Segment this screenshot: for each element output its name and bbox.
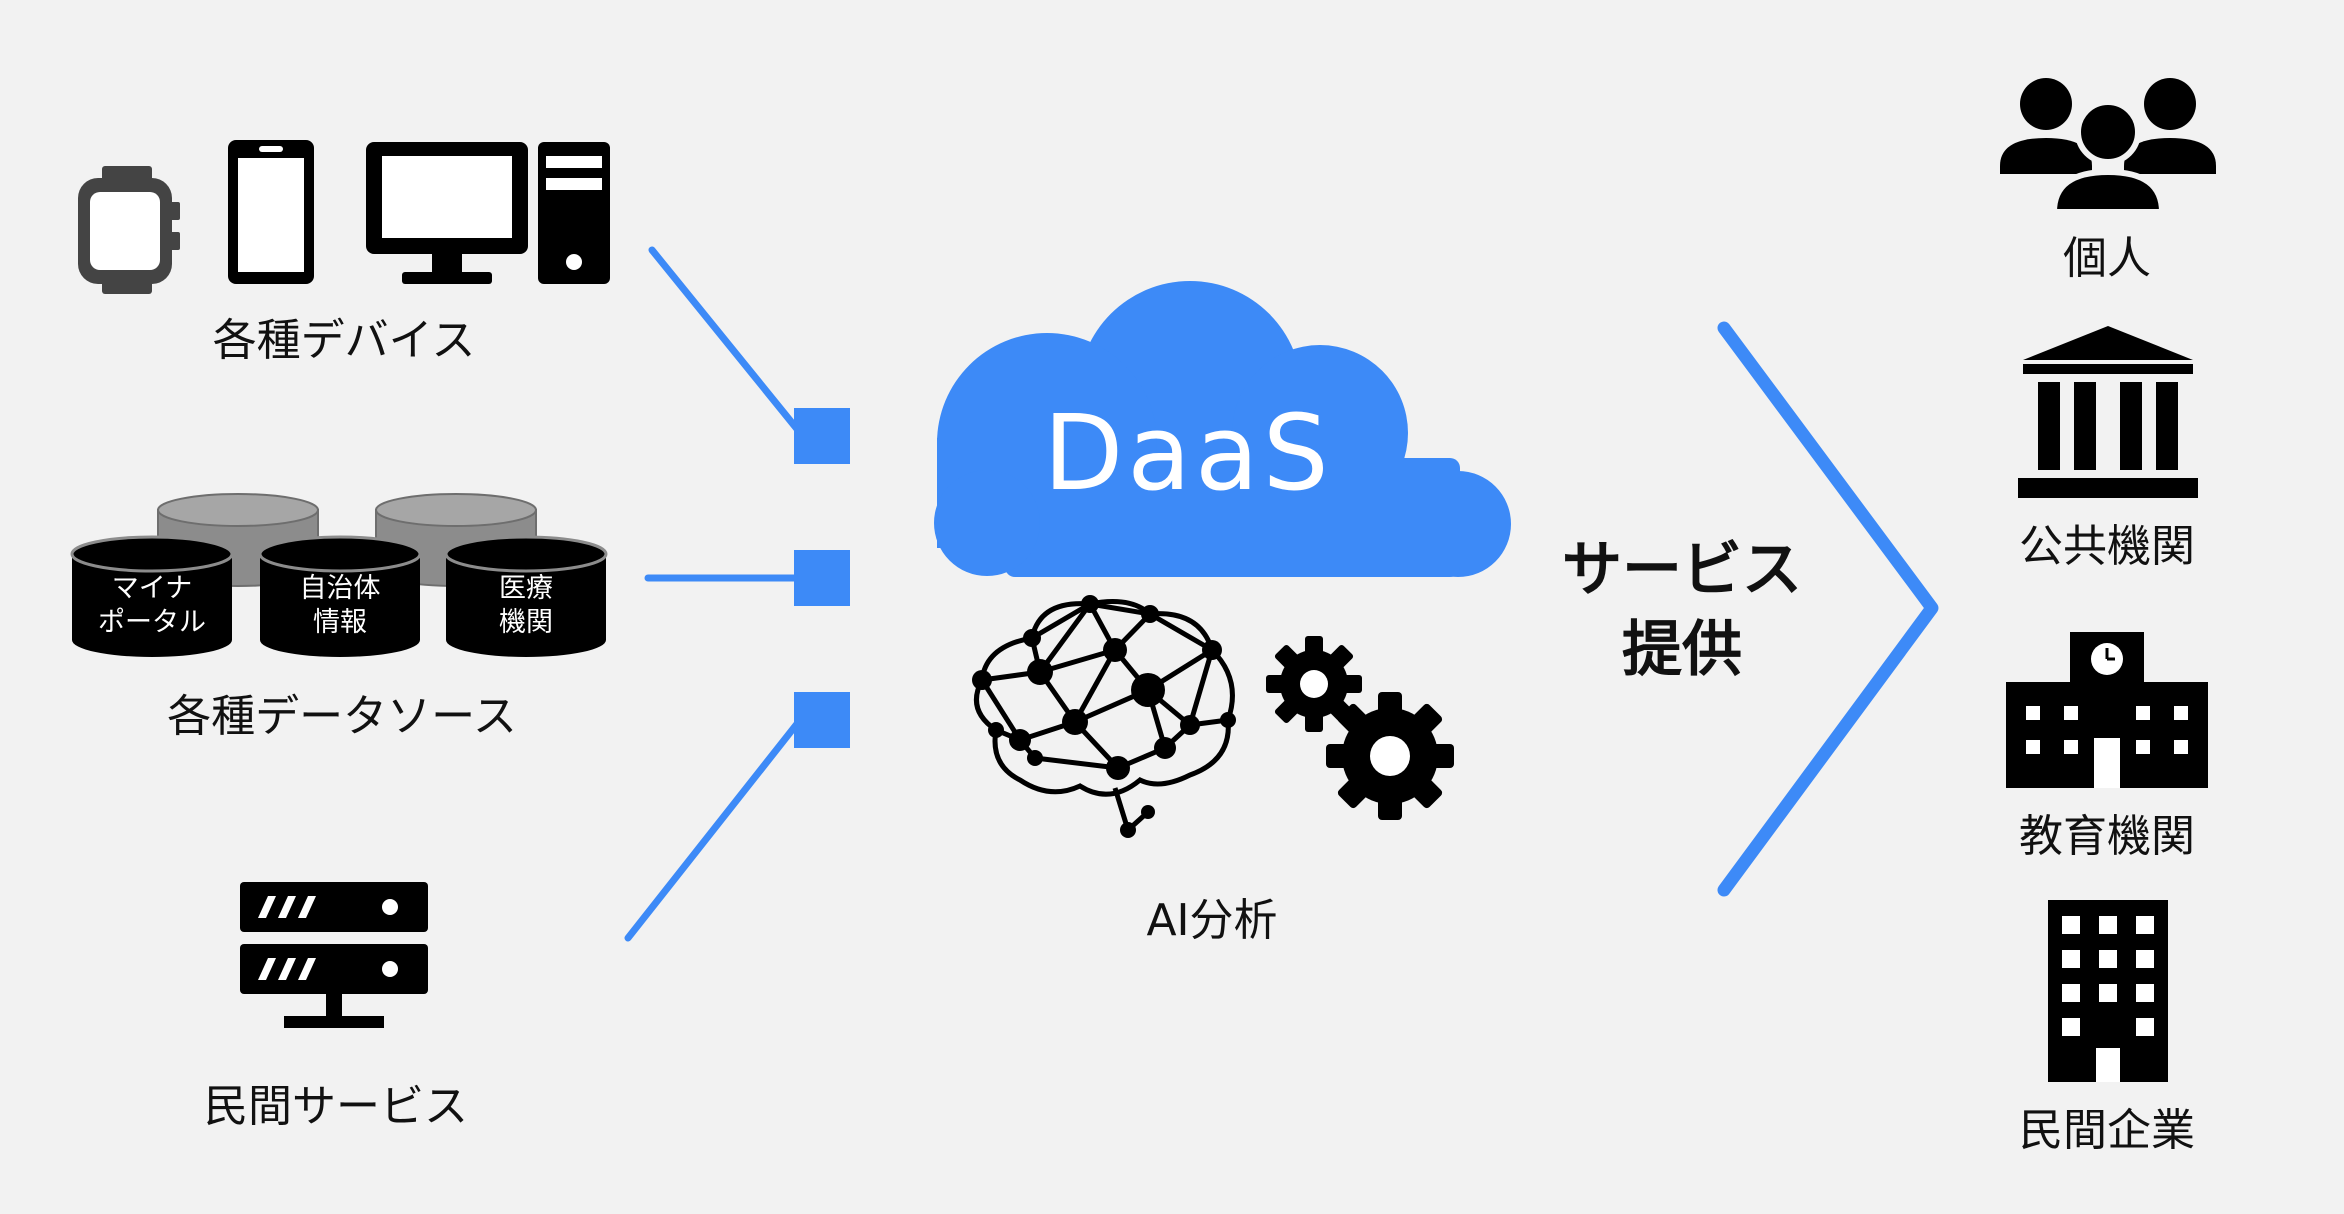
database-icon-1 [70, 535, 234, 657]
database-icon-3 [444, 535, 608, 657]
cloud-icon [934, 281, 1511, 577]
gear-icon-large [1326, 692, 1454, 820]
desktop-tower-icon [538, 142, 610, 284]
cloud-title: DaaS [1043, 392, 1333, 514]
gears-icon [1266, 636, 1454, 820]
port-square-1 [794, 408, 850, 464]
school-icon [2006, 632, 2208, 788]
database-label-2: 自治体 情報 [299, 573, 381, 638]
office-building-icon [2048, 900, 2168, 1082]
data-sources-label: 各種データソース [167, 691, 517, 742]
recipient-label-individual: 個人 [2063, 233, 2151, 284]
neural-brain-icon [972, 595, 1236, 838]
monitor-icon [366, 142, 528, 284]
port-square-3 [794, 692, 850, 748]
public-building-icon [2018, 326, 2198, 498]
database-label-3: 医療 機関 [499, 573, 553, 638]
ai-analysis-label: AI分析 [1146, 895, 1278, 946]
service-offer-line1: サービス [1562, 535, 1802, 605]
private-services-label: 民間サービス [204, 1081, 468, 1132]
people-icon [2000, 78, 2216, 214]
recipient-label-education: 教育機関 [2019, 811, 2195, 862]
database-cluster [70, 493, 608, 657]
service-offer-line2: 提供 [1622, 615, 1742, 685]
devices-label: 各種デバイス [212, 315, 476, 366]
service-offer-label: サービス 提供 [1562, 530, 1802, 690]
database-icon-2 [258, 535, 422, 657]
smartwatch-icon [78, 166, 180, 294]
recipient-label-public: 公共機関 [2019, 521, 2195, 572]
recipient-label-private-company: 民間企業 [2019, 1105, 2195, 1156]
connector-line-private [624, 716, 804, 942]
database-label-1: マイナ ポータル [98, 573, 206, 638]
smartphone-icon [228, 140, 314, 284]
connector-line-devices [648, 246, 814, 449]
port-square-2 [794, 550, 850, 606]
server-icon [240, 882, 428, 1028]
offer-chevron [1717, 321, 1939, 897]
gear-icon-small [1266, 636, 1362, 732]
